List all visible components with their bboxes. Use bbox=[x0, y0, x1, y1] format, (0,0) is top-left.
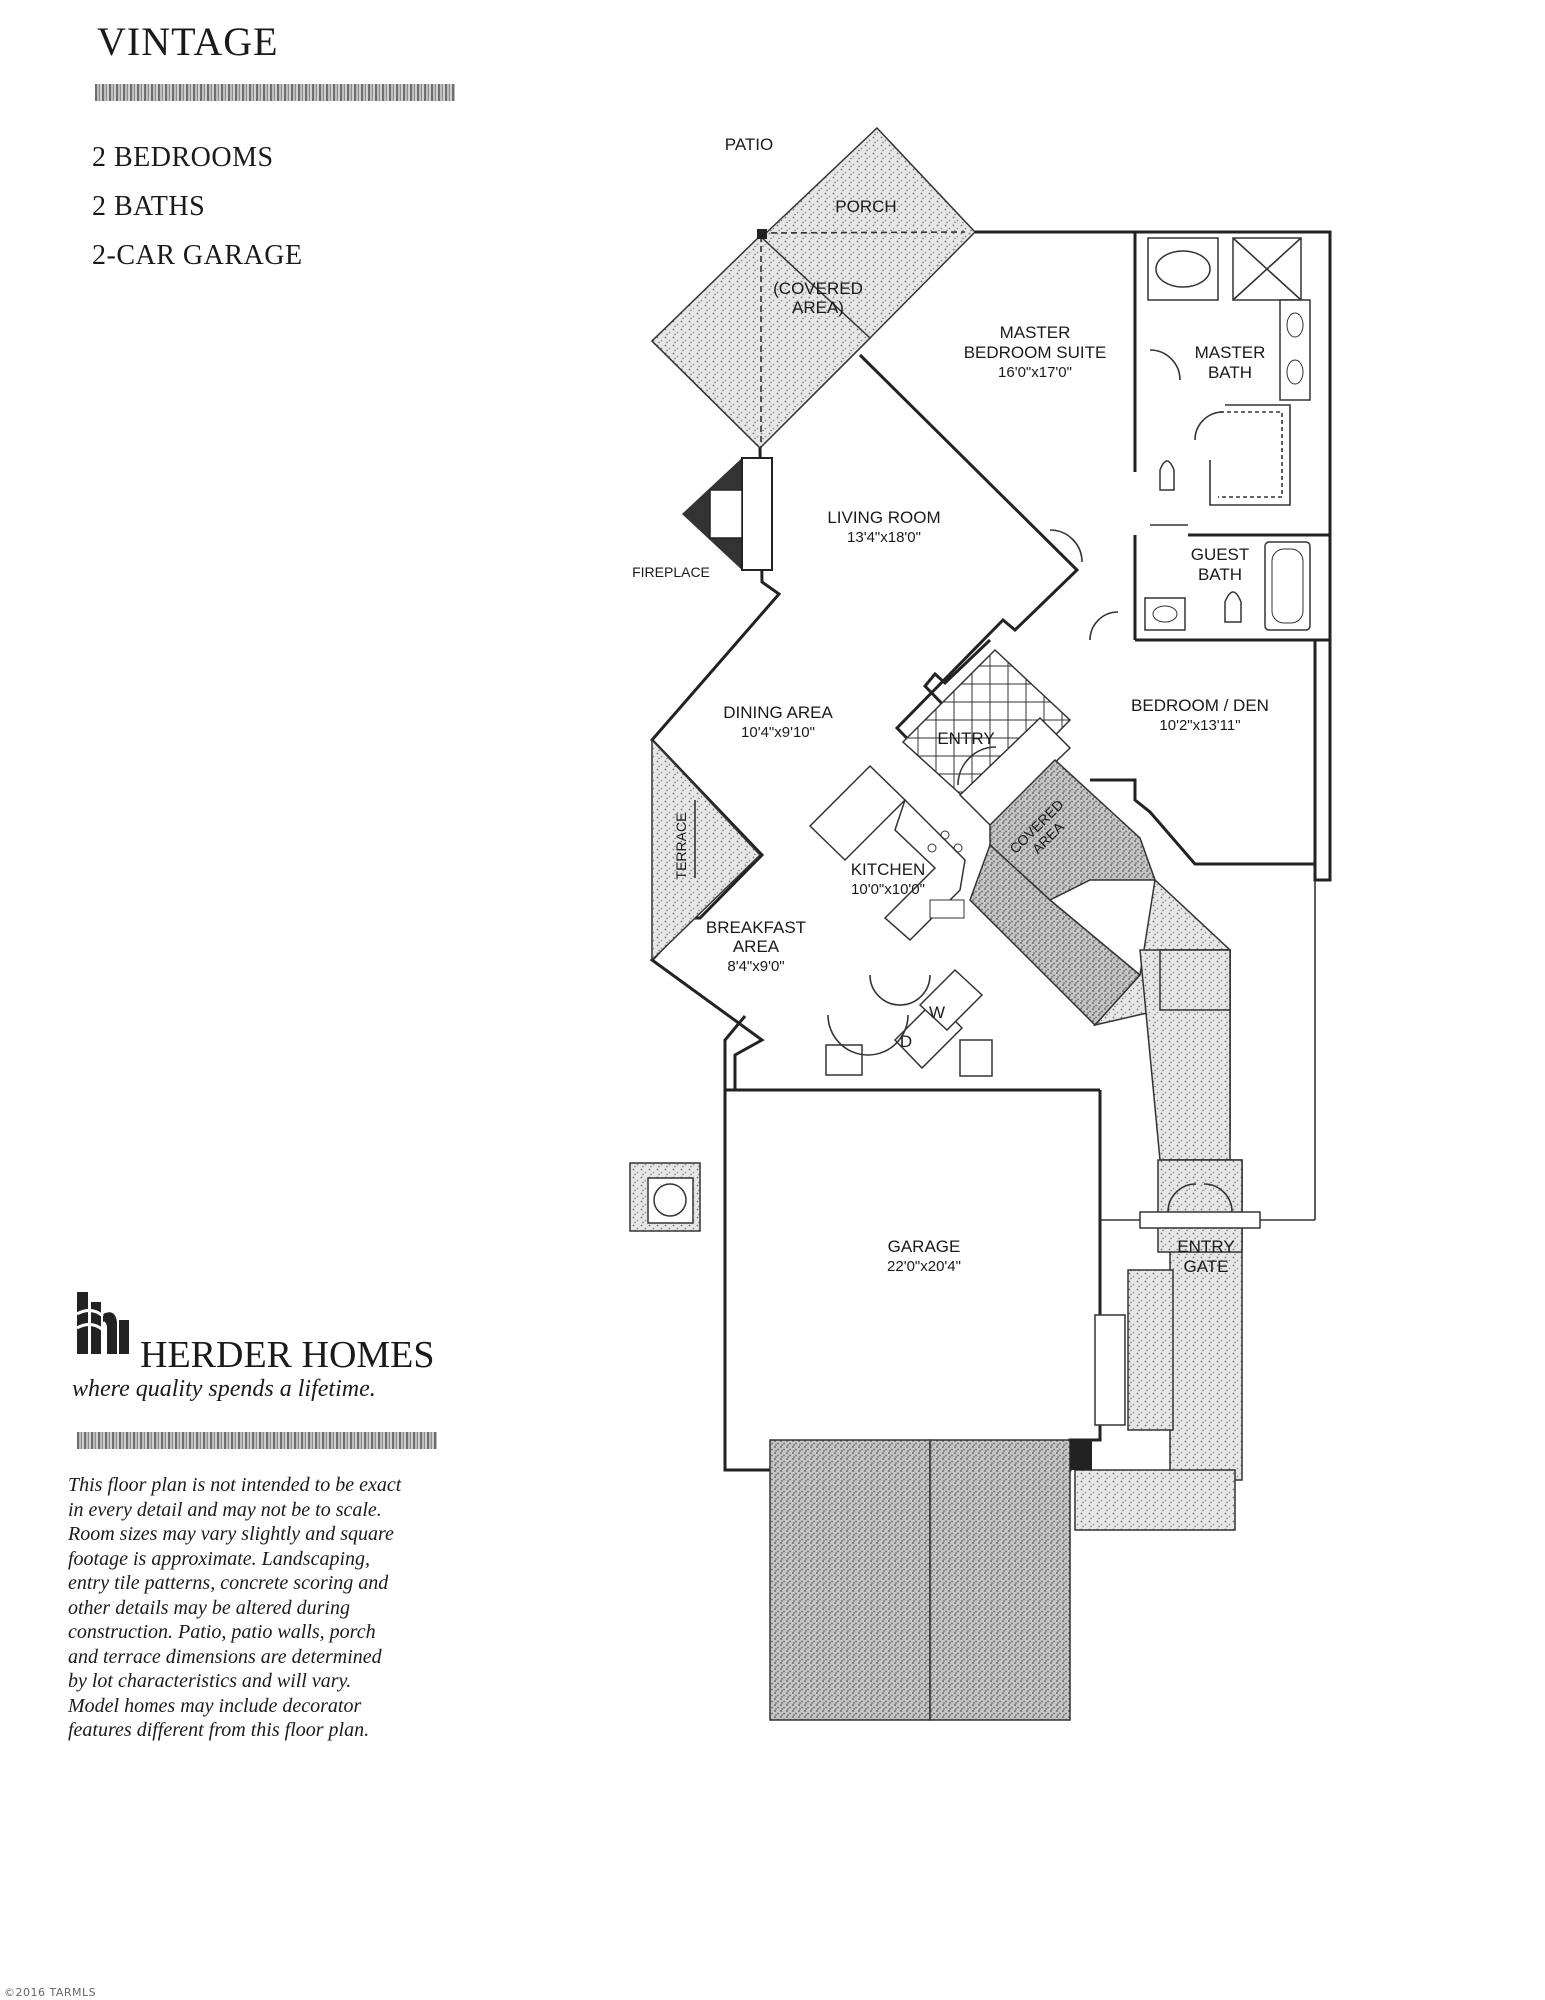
brand-tagline: where quality spends a lifetime. bbox=[72, 1376, 376, 1402]
master-bath-fixtures bbox=[1147, 237, 1311, 506]
spec-baths: 2 BATHS bbox=[92, 191, 206, 222]
fireplace-label: FIREPLACE bbox=[632, 564, 710, 580]
kitchen-counters bbox=[808, 764, 966, 1006]
entry-gate bbox=[1100, 880, 1316, 1253]
entry-gate-label-2: GATE bbox=[1183, 1257, 1228, 1276]
dryer-label: D bbox=[900, 1032, 912, 1051]
master-suite-size: 16'0"x17'0" bbox=[998, 364, 1072, 381]
dining-area-size: 10'4"x9'10" bbox=[741, 724, 815, 741]
master-bath-label-2: BATH bbox=[1208, 363, 1252, 382]
bedroom-den-size: 10'2"x13'11" bbox=[1159, 717, 1240, 734]
title-divider bbox=[95, 84, 455, 101]
patio-label: PATIO bbox=[725, 135, 774, 154]
guest-bath-label-1: GUEST bbox=[1191, 545, 1250, 564]
kitchen-size: 10'0"x10'0" bbox=[851, 881, 925, 898]
covered-porch-label-1: (COVERED bbox=[773, 279, 863, 298]
breakfast-area-label-1: BREAKFAST bbox=[706, 918, 806, 937]
model-title: VINTAGE bbox=[97, 19, 279, 64]
entry-gate-label-1: ENTRY bbox=[1177, 1237, 1234, 1256]
laundry bbox=[825, 968, 993, 1077]
master-bath-label-1: MASTER bbox=[1195, 343, 1266, 362]
kitchen-label: KITCHEN bbox=[851, 860, 926, 879]
guest-bath-fixtures bbox=[1049, 529, 1311, 641]
bedroom-den-label: BEDROOM / DEN bbox=[1131, 696, 1269, 715]
brand-divider bbox=[77, 1432, 437, 1449]
dining-area-label: DINING AREA bbox=[723, 703, 833, 722]
brand-name: HERDER HOMES bbox=[140, 1334, 435, 1376]
driveway bbox=[769, 1439, 1092, 1721]
spec-bedrooms: 2 BEDROOMS bbox=[92, 142, 274, 173]
master-suite-label-2: BEDROOM SUITE bbox=[964, 343, 1107, 362]
porch-label: PORCH bbox=[835, 197, 896, 216]
porch-area bbox=[650, 126, 977, 450]
garage-label: GARAGE bbox=[888, 1237, 961, 1256]
entry-label: ENTRY bbox=[937, 729, 994, 748]
guest-bath-label-2: BATH bbox=[1198, 565, 1242, 584]
covered-entry-area bbox=[969, 758, 1157, 1027]
master-suite-label-1: MASTER bbox=[1000, 323, 1071, 342]
copyright-watermark: ©2016 TARMLS bbox=[4, 1986, 97, 1999]
garage-cabinet bbox=[1094, 1314, 1126, 1426]
garage-size: 22'0"x20'4" bbox=[887, 1258, 961, 1275]
breakfast-area-size: 8'4"x9'0" bbox=[727, 958, 784, 975]
disclaimer-text: This floor plan is not intended to be ex… bbox=[68, 1474, 402, 1741]
breakfast-area-label-2: AREA bbox=[733, 937, 780, 956]
living-room-size: 13'4"x18'0" bbox=[847, 529, 921, 546]
fireplace-icon bbox=[682, 457, 773, 571]
terrace bbox=[651, 738, 762, 962]
washer-label: W bbox=[929, 1003, 945, 1022]
living-room-label: LIVING ROOM bbox=[827, 508, 940, 527]
spec-garage: 2-CAR GARAGE bbox=[92, 240, 303, 271]
herder-homes-logo-icon bbox=[77, 1292, 129, 1354]
ac-unit-icon bbox=[629, 1162, 701, 1232]
entry-tile-floor bbox=[901, 648, 1072, 827]
covered-porch-label-2: AREA) bbox=[792, 298, 844, 317]
terrace-label: TERRACE bbox=[673, 813, 689, 880]
